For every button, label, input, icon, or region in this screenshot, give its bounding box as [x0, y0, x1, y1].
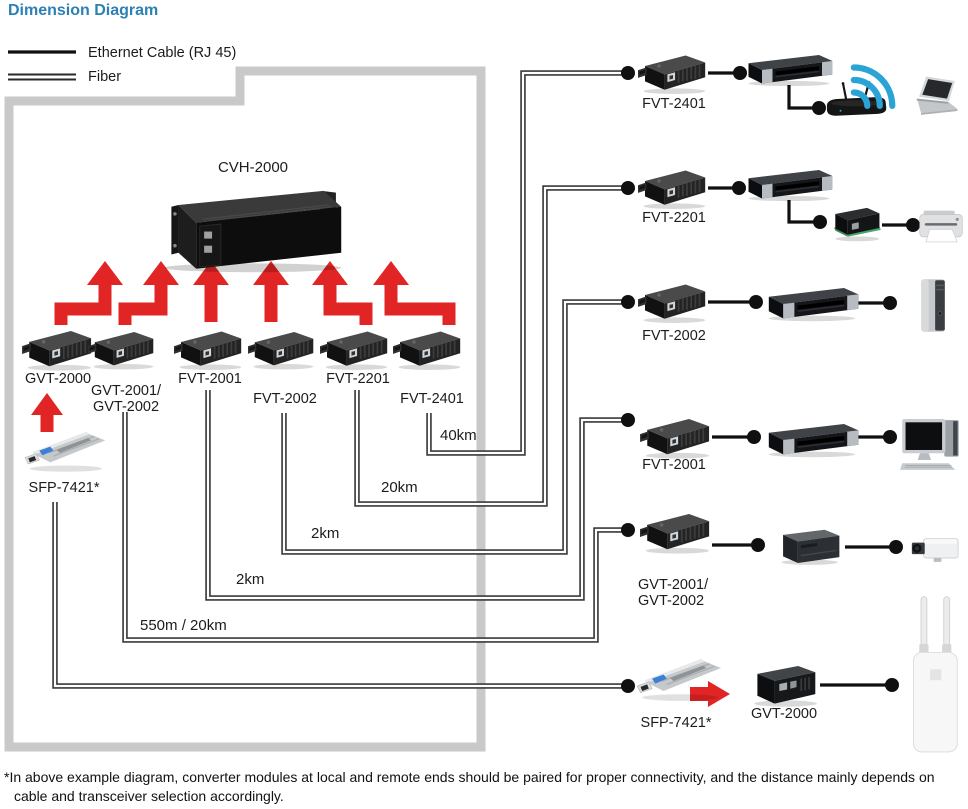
fvt-2002-remote-label: FVT-2002	[642, 328, 706, 344]
fvt-2002-local-label: FVT-2002	[253, 391, 317, 407]
gvt-2001-2002-local-label: GVT-2001/ GVT-2002	[84, 383, 168, 415]
footnote: *In above example diagram, converter mod…	[4, 769, 935, 804]
fvt-2002-remote-converter-image	[638, 279, 708, 325]
gvt-2001-2002-remote-label-line1: GVT-2001/	[638, 577, 709, 593]
fvt-2201-local-label: FVT-2201	[326, 371, 390, 387]
distance-label-20km: 20km	[381, 479, 418, 496]
fiber-link-fvt2001-2km	[205, 390, 628, 601]
fiber-link-fvt2002-2km	[281, 299, 628, 555]
distance-label-550m-20km: 550m / 20km	[140, 617, 227, 634]
gvt-2001-2002-local-label-line2: GVT-2002	[92, 399, 160, 415]
fvt-2401-remote-converter-image	[638, 50, 708, 96]
fvt-2201-remote-label: FVT-2201	[642, 210, 706, 226]
sfp-7421-remote-module-image	[634, 648, 726, 706]
local-site-boundary	[4, 66, 486, 752]
distance-label-2km-a: 2km	[311, 525, 340, 542]
legend-ethernet-label: Ethernet Cable (RJ 45)	[88, 45, 237, 61]
gvt-2000-remote-label: GVT-2000	[750, 706, 818, 722]
fvt-2201-remote-converter-image	[638, 165, 708, 211]
ethernet-switch-image	[764, 284, 860, 324]
ethernet-switch-image	[744, 167, 834, 203]
ethernet-switch-image	[744, 52, 834, 88]
gvt-2000-local-label: GVT-2000	[24, 371, 92, 387]
fiber-link-fvt2401-40km	[426, 70, 628, 456]
fvt-2401-local-converter-image	[393, 326, 463, 372]
fvt-2401-local-label: FVT-2401	[400, 391, 464, 407]
access-point-image	[910, 590, 964, 762]
fvt-2002-local-converter-image	[248, 326, 316, 372]
legend-fiber-label: Fiber	[88, 69, 122, 85]
fiber-links	[52, 70, 628, 689]
ethernet-switch-image	[764, 420, 860, 460]
gvt-2001-2002-local-label-line1: GVT-2001/	[90, 383, 162, 399]
laptop-image	[908, 74, 960, 118]
fvt-2001-local-label: FVT-2001	[178, 371, 242, 387]
tower-pc-image	[906, 276, 960, 336]
fvt-2001-local-converter-image	[174, 326, 244, 372]
page-title: Dimension Diagram	[8, 2, 159, 19]
sfp-7421-remote-label: SFP-7421*	[640, 715, 712, 731]
cvh-2000-chassis-image	[150, 182, 352, 274]
gvt-2001-2002-local-converter-image	[88, 326, 156, 372]
sfp-7421-local-module-image	[22, 420, 110, 478]
video-server-image	[774, 526, 844, 566]
fvt-2201-local-converter-image	[320, 326, 390, 372]
uplink-arrows	[31, 261, 456, 432]
gvt-2000-remote-converter-image	[748, 658, 820, 710]
gvt-2001-2002-remote-label-line2: GVT-2002	[638, 593, 705, 609]
gvt-2001-2002-remote-label: GVT-2001/ GVT-2002	[638, 577, 708, 609]
fiber-link-gvt-550m-20km	[122, 412, 628, 643]
chassis-label: CVH-2000	[217, 159, 289, 176]
connection-dots	[621, 66, 920, 693]
fvt-2001-remote-label: FVT-2001	[642, 457, 706, 473]
fvt-2401-remote-label: FVT-2401	[642, 96, 706, 112]
sfp-to-gvt2000-arrow	[690, 681, 730, 707]
fiber-link-sfp7421	[52, 502, 628, 689]
ip-camera-image	[908, 530, 962, 568]
desktop-pc-image	[900, 414, 962, 476]
print-server-image	[828, 203, 884, 243]
gvt-2000-local-converter-image	[22, 326, 94, 372]
fiber-link-fvt2201-20km	[354, 185, 628, 507]
gvt-2001-2002-remote-converter-image	[640, 508, 712, 556]
distance-label-40km: 40km	[440, 427, 477, 444]
distance-label-2km-b: 2km	[236, 571, 265, 588]
sfp-7421-local-label: SFP-7421*	[28, 480, 100, 496]
ethernet-links	[708, 71, 911, 687]
printer-image	[916, 204, 966, 246]
fvt-2001-remote-converter-image	[640, 414, 712, 460]
wifi-waves-icon	[850, 50, 898, 110]
